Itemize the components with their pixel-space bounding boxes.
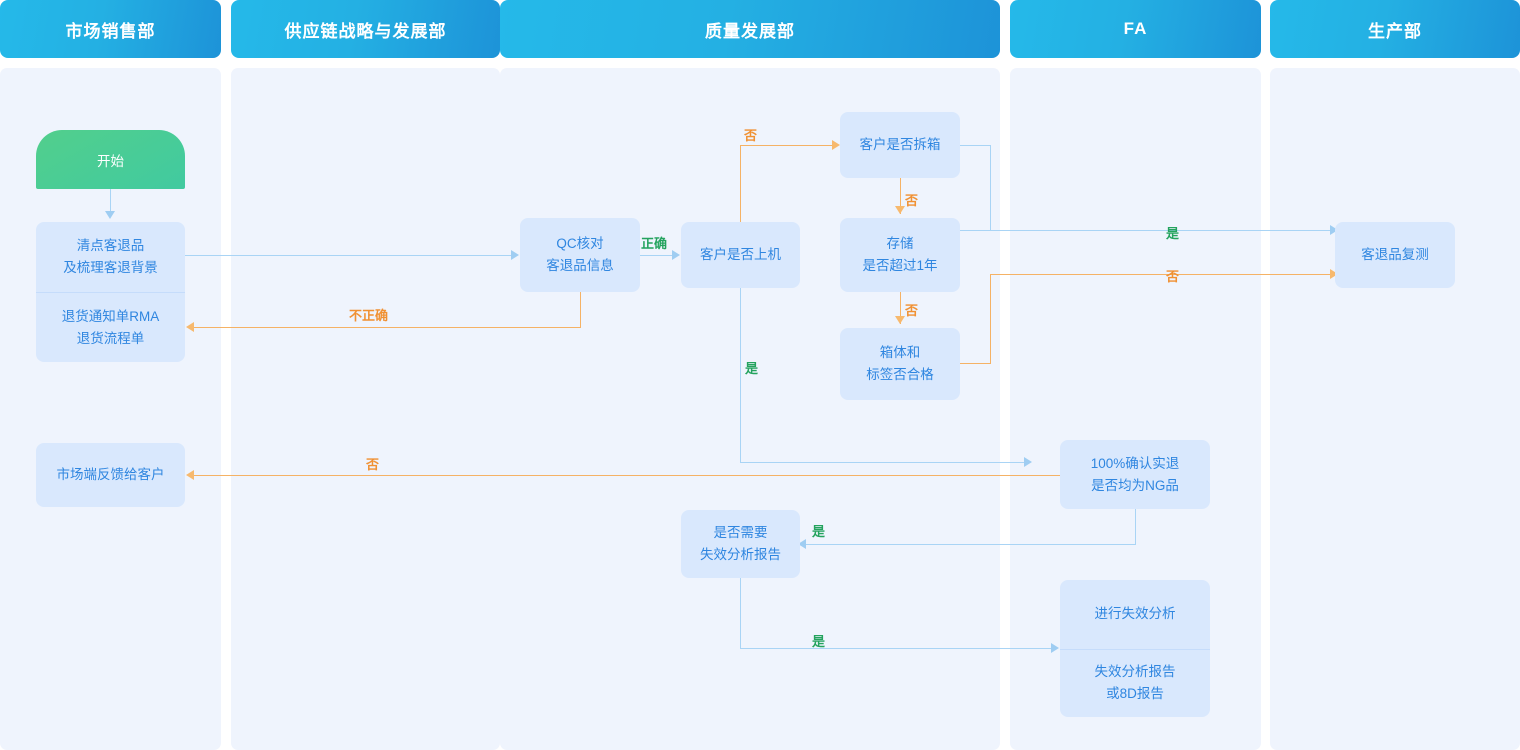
edge-opened-yes-h2 — [959, 230, 1334, 231]
node-count-returns-and-rma[interactable]: 清点客退品 及梳理客退背景 退货通知单RMA 退货流程单 — [36, 222, 185, 362]
node-retest[interactable]: 客退品复测 — [1335, 222, 1455, 288]
node-fa-report-line1: 失效分析报告 — [1094, 664, 1176, 680]
edge-label-retest-no: 否 — [1166, 269, 1180, 284]
node-market-feedback-label: 市场端反馈给客户 — [56, 467, 165, 482]
edge-qc-incorrect-vertical — [580, 290, 581, 328]
node-count-returns[interactable]: 清点客退品 及梳理客退背景 — [36, 222, 185, 292]
node-fa-report[interactable]: 失效分析报告 或8D报告 — [1060, 648, 1210, 718]
edge-ran-yes-vertical — [740, 288, 741, 463]
edge-box-no-vertical — [990, 274, 991, 364]
edge-label-retest-yes: 是 — [1166, 226, 1180, 241]
node-do-fa-analysis[interactable]: 进行失效分析 — [1060, 580, 1210, 649]
node-need-fa-report-line2: 失效分析报告 — [700, 547, 781, 562]
arrowhead-qc-incorrect — [186, 322, 194, 332]
node-fa-report-line2: 或8D报告 — [1106, 686, 1164, 702]
node-confirm-ng-line1: 100%确认实退 — [1090, 455, 1180, 471]
node-qc-check-line2: 客退品信息 — [546, 258, 614, 273]
edge-label-storage-no: 否 — [905, 303, 919, 318]
lane-header-fa[interactable]: FA — [1010, 0, 1261, 58]
lane-body-supply-chain — [231, 68, 500, 750]
lane-fa: FA — [1010, 0, 1261, 750]
node-need-fa-report-line1: 是否需要 — [713, 525, 768, 540]
edge-ran-yes-horizontal — [740, 462, 1028, 463]
lane-header-production[interactable]: 生产部 — [1270, 0, 1520, 58]
edge-qc-correct — [640, 255, 676, 256]
node-box-label-line1: 箱体和 — [879, 345, 921, 360]
arrowhead-ng-no — [186, 470, 194, 480]
node-market-feedback[interactable]: 市场端反馈给客户 — [36, 443, 185, 507]
node-customer-ran-label: 客户是否上机 — [700, 247, 781, 262]
edge-opened-no-vertical — [900, 178, 901, 214]
node-rma-form-line2: 退货流程单 — [76, 330, 145, 346]
edge-box-no-h2 — [990, 274, 1334, 275]
edge-ng-yes-horizontal — [806, 544, 1136, 545]
node-rma-form[interactable]: 退货通知单RMA 退货流程单 — [36, 292, 185, 362]
edge-ran-no-vertical — [740, 145, 741, 222]
edge-label-ng-yes: 是 — [812, 524, 826, 539]
node-need-fa-report[interactable]: 是否需要 失效分析报告 — [681, 510, 800, 578]
node-do-fa-label: 进行失效分析 — [1094, 606, 1176, 622]
node-box-label-qualified[interactable]: 箱体和 标签否合格 — [840, 328, 960, 400]
lane-supply-chain: 供应链战略与发展部 — [231, 0, 500, 750]
edge-need-report-yes-vertical — [740, 578, 741, 648]
arrowhead-ran-no — [832, 140, 840, 150]
edge-label-need-report-yes-text: 是 — [812, 634, 826, 649]
edge-opened-yes-vertical — [990, 145, 991, 230]
node-confirm-all-ng[interactable]: 100%确认实退 是否均为NG品 — [1060, 440, 1210, 509]
node-rma-form-line1: 退货通知单RMA — [61, 308, 160, 324]
edge-storage-no-vertical — [900, 288, 901, 324]
node-customer-opened-label: 客户是否拆箱 — [859, 137, 941, 152]
arrowhead-qc-correct — [672, 250, 680, 260]
node-customer-ran[interactable]: 客户是否上机 — [681, 222, 800, 288]
edge-label-ran-no: 否 — [744, 128, 758, 143]
lane-production: 生产部 — [1270, 0, 1520, 750]
edge-qc-incorrect-horizontal — [194, 327, 581, 328]
node-start[interactable]: 开始 — [36, 130, 185, 189]
lane-header-market-sales[interactable]: 市场销售部 — [0, 0, 221, 58]
edge-opened-yes-h1 — [959, 145, 990, 146]
node-box-label-line2: 标签否合格 — [866, 367, 934, 382]
node-storage-line1: 存储 — [886, 236, 914, 251]
arrowhead-ran-yes — [1024, 457, 1032, 467]
edge-ng-no-horizontal — [194, 475, 1060, 476]
edge-need-report-yes-horizontal — [740, 648, 1055, 649]
edge-label-qc-incorrect: 不正确 — [349, 308, 389, 323]
lane-header-quality[interactable]: 质量发展部 — [500, 0, 1000, 58]
node-qc-check-line1: QC核对 — [556, 236, 604, 251]
edge-label-opened-no: 否 — [905, 193, 919, 208]
edge-ng-yes-vertical — [1135, 509, 1136, 545]
node-retest-label: 客退品复测 — [1361, 247, 1429, 262]
node-qc-check[interactable]: QC核对 客退品信息 — [520, 218, 640, 292]
arrowhead-start-to-count — [105, 211, 115, 219]
arrowhead-opened-no — [895, 206, 905, 214]
lane-quality: 质量发展部 — [500, 0, 1000, 750]
edge-label-qc-correct: 正确 — [641, 236, 668, 251]
arrowhead-retest-no — [1330, 269, 1338, 279]
arrowhead-storage-no — [895, 316, 905, 324]
lane-market-sales: 市场销售部 — [0, 0, 221, 750]
edge-label-ng-no: 否 — [366, 457, 380, 472]
node-confirm-ng-line2: 是否均为NG品 — [1091, 477, 1179, 493]
edge-box-no-h1 — [959, 363, 990, 364]
arrowhead-ng-yes — [798, 539, 806, 549]
arrowhead-opened-yes — [1330, 225, 1338, 235]
edge-ran-no-horizontal — [740, 145, 836, 146]
arrowhead-need-report-yes — [1051, 643, 1059, 653]
node-fa-analysis-and-report[interactable]: 进行失效分析 失效分析报告 或8D报告 — [1060, 580, 1210, 717]
lane-body-production — [1270, 68, 1520, 750]
node-storage-over-1-year[interactable]: 存储 是否超过1年 — [840, 218, 960, 292]
edge-count-to-qc — [185, 255, 515, 256]
node-storage-line2: 是否超过1年 — [862, 258, 938, 273]
lane-header-supply-chain[interactable]: 供应链战略与发展部 — [231, 0, 500, 58]
arrowhead-count-to-qc — [511, 250, 519, 260]
lane-body-quality — [500, 68, 1000, 750]
node-count-returns-line1: 清点客退品 — [76, 238, 145, 253]
node-customer-opened[interactable]: 客户是否拆箱 — [840, 112, 960, 178]
node-count-returns-line2: 及梳理客退背景 — [63, 260, 158, 275]
edge-start-to-count — [110, 188, 111, 214]
edge-label-ran-yes: 是 — [745, 361, 759, 376]
node-start-label: 开始 — [97, 153, 124, 169]
